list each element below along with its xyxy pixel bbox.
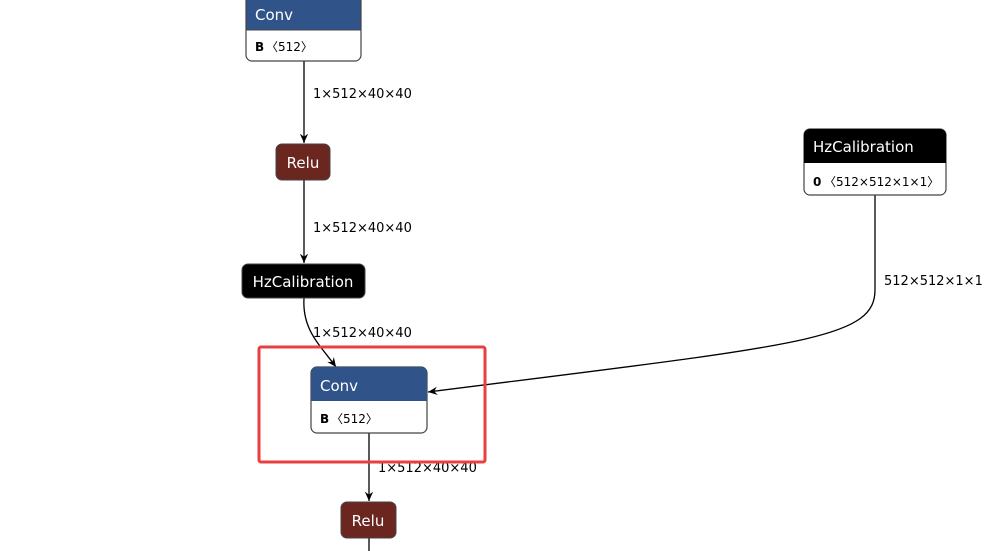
attr-value: 〈512〉 bbox=[331, 412, 378, 426]
attr-name: 0 bbox=[813, 175, 821, 189]
edge-label: 1×512×40×40 bbox=[313, 221, 412, 236]
edge-label: 1×512×40×40 bbox=[313, 87, 412, 102]
edge-hzcal-conv bbox=[303, 297, 337, 368]
selection-highlight bbox=[257, 345, 487, 464]
attr-name: B bbox=[320, 412, 329, 426]
node-hzcalibration-weights[interactable]: HzCalibration 0 〈512×512×1×1〉 bbox=[803, 128, 947, 196]
node-title: Relu bbox=[287, 154, 320, 172]
edge-label: 1×512×40×40 bbox=[313, 326, 412, 341]
node-title: Relu bbox=[352, 512, 385, 530]
node-relu-top[interactable]: Relu bbox=[275, 143, 331, 181]
edge-weights-conv bbox=[427, 195, 876, 395]
node-title: HzCalibration bbox=[253, 273, 354, 291]
node-conv-top[interactable]: Conv B 〈512〉 bbox=[245, 0, 362, 62]
node-title: Conv bbox=[255, 6, 293, 24]
attr-value: 〈512〉 bbox=[266, 40, 313, 54]
node-hzcalibration[interactable]: HzCalibration bbox=[241, 263, 366, 299]
node-relu-bottom[interactable]: Relu bbox=[340, 501, 397, 539]
node-title: HzCalibration bbox=[813, 138, 914, 156]
attr-value: 〈512×512×1×1〉 bbox=[824, 175, 939, 189]
edge-label: 512×512×1×1 bbox=[884, 274, 983, 289]
node-conv-selected[interactable]: Conv B 〈512〉 bbox=[310, 366, 428, 434]
edge-label: 1×512×40×40 bbox=[378, 461, 477, 476]
attr-name: B bbox=[255, 40, 264, 54]
node-title: Conv bbox=[320, 377, 358, 395]
